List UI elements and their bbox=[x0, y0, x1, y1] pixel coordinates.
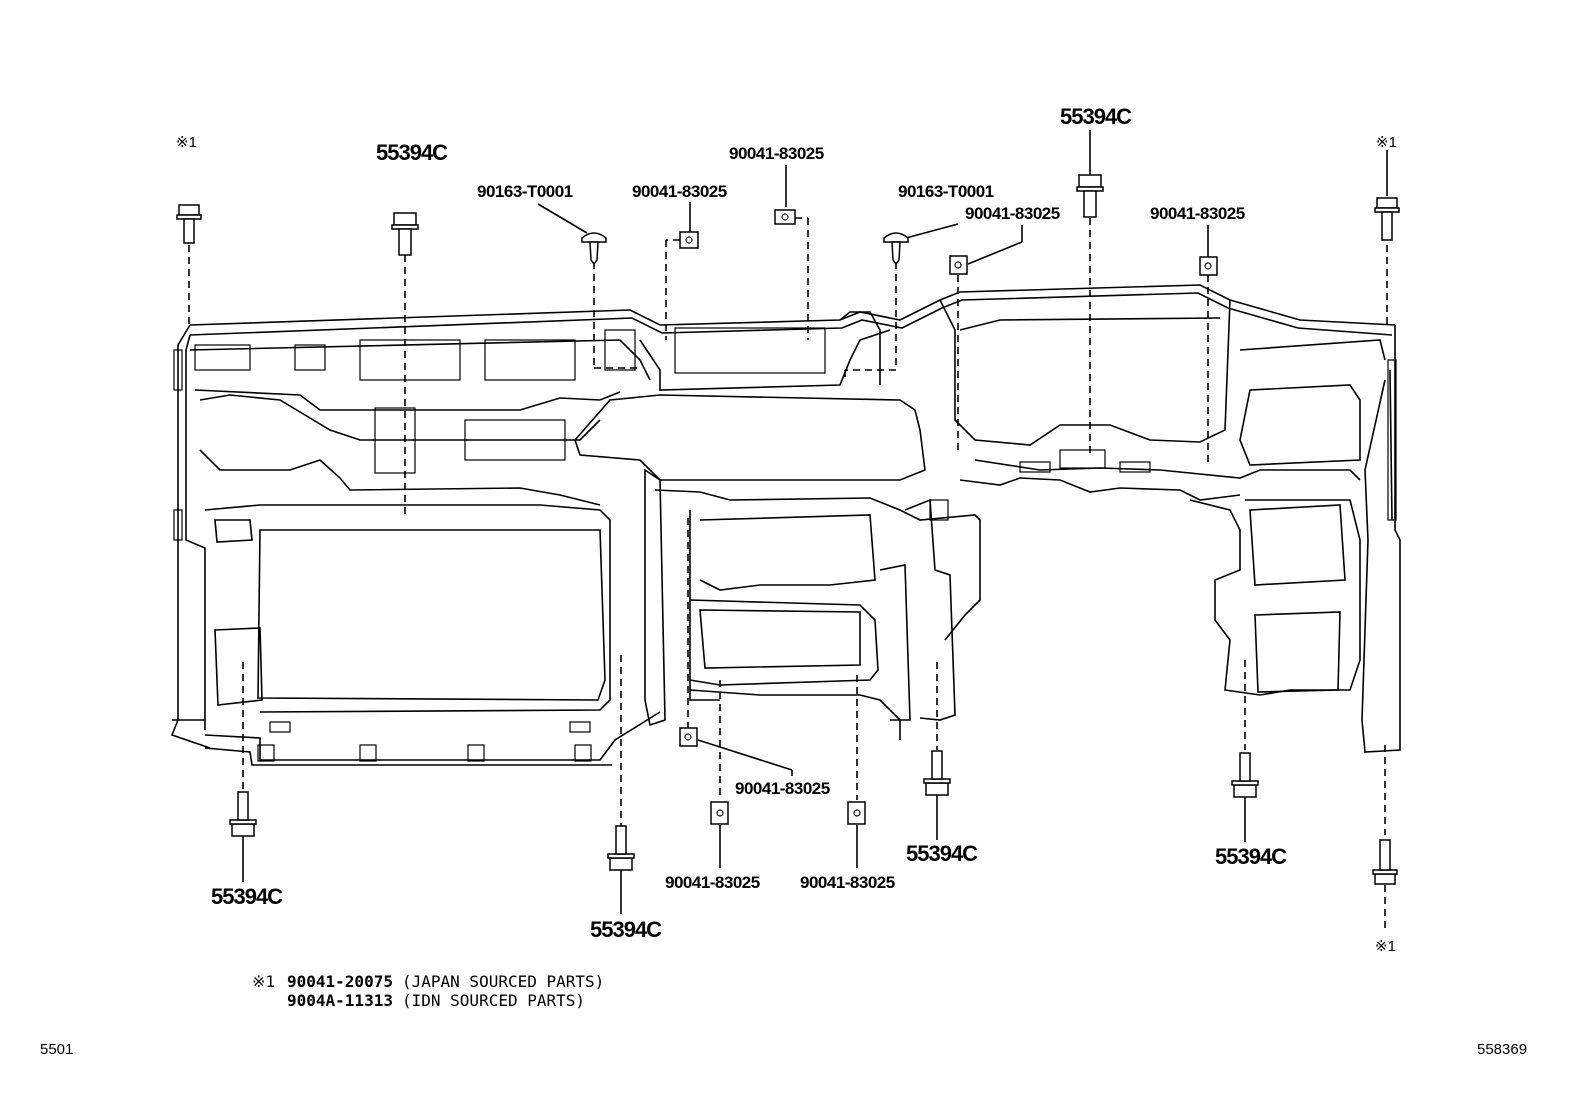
note-line1-part: 90041-20075 bbox=[287, 972, 393, 991]
label-star-top-right: ※1 bbox=[1376, 134, 1397, 151]
bolt-top-center bbox=[1076, 174, 1104, 218]
label-clip-right: 90163-T0001 bbox=[898, 182, 994, 201]
label-star-top-left: ※1 bbox=[176, 134, 197, 151]
label-bolt-top-center: 55394C bbox=[1060, 104, 1132, 129]
leader-lines bbox=[188, 130, 1388, 930]
label-star-bottom-right: ※1 bbox=[1375, 938, 1396, 955]
bolt-top-center-left bbox=[391, 212, 419, 256]
label-bolt-bottom-2: 55394C bbox=[590, 917, 662, 942]
nut-7 bbox=[847, 801, 866, 825]
part-labels: ※1 55394C 90163-T0001 90041-83025 90041-… bbox=[176, 104, 1397, 955]
label-clip-left: 90163-T0001 bbox=[477, 182, 573, 201]
footnote: ※1 90041-20075 (JAPAN SOURCED PARTS) 900… bbox=[252, 972, 604, 1010]
bolt-top-left bbox=[176, 204, 202, 244]
nut-5 bbox=[679, 727, 698, 747]
bolt-bottom-right bbox=[1372, 839, 1398, 885]
label-nut-4: 90041-83025 bbox=[1150, 204, 1245, 223]
nut-6 bbox=[710, 801, 729, 825]
clip-left bbox=[581, 232, 607, 266]
label-nut-2: 90041-83025 bbox=[729, 144, 824, 163]
nut-2 bbox=[774, 209, 796, 225]
label-nut-6: 90041-83025 bbox=[665, 873, 760, 892]
nut-3 bbox=[949, 255, 968, 275]
label-nut-7: 90041-83025 bbox=[800, 873, 895, 892]
bolt-top-right bbox=[1374, 197, 1400, 241]
clip-right bbox=[883, 232, 909, 266]
instrument-panel-reinforcement bbox=[170, 284, 1401, 766]
bolt-bottom-3 bbox=[923, 750, 951, 796]
bolt-bottom-2 bbox=[607, 825, 635, 871]
note-line2-part: 9004A-11313 bbox=[287, 991, 393, 1010]
footer-right-code: 558369 bbox=[1477, 1041, 1527, 1058]
note-line1-desc: (JAPAN SOURCED PARTS) bbox=[402, 972, 604, 991]
hardware bbox=[176, 174, 1400, 885]
label-nut-3: 90041-83025 bbox=[965, 204, 1060, 223]
nut-1 bbox=[679, 231, 699, 249]
footer-left-code: 5501 bbox=[40, 1041, 73, 1058]
bolt-bottom-1 bbox=[229, 791, 257, 837]
note-mark: ※1 bbox=[252, 972, 275, 991]
label-bolt-top-left: 55394C bbox=[376, 140, 448, 165]
bolt-bottom-4 bbox=[1231, 752, 1259, 798]
label-nut-5: 90041-83025 bbox=[735, 779, 830, 798]
label-nut-1: 90041-83025 bbox=[632, 182, 727, 201]
nut-4 bbox=[1199, 256, 1218, 276]
label-bolt-bottom-4: 55394C bbox=[1215, 844, 1287, 869]
label-bolt-bottom-1: 55394C bbox=[211, 884, 283, 909]
label-bolt-bottom-3: 55394C bbox=[906, 841, 978, 866]
note-line2-desc: (IDN SOURCED PARTS) bbox=[402, 991, 585, 1010]
